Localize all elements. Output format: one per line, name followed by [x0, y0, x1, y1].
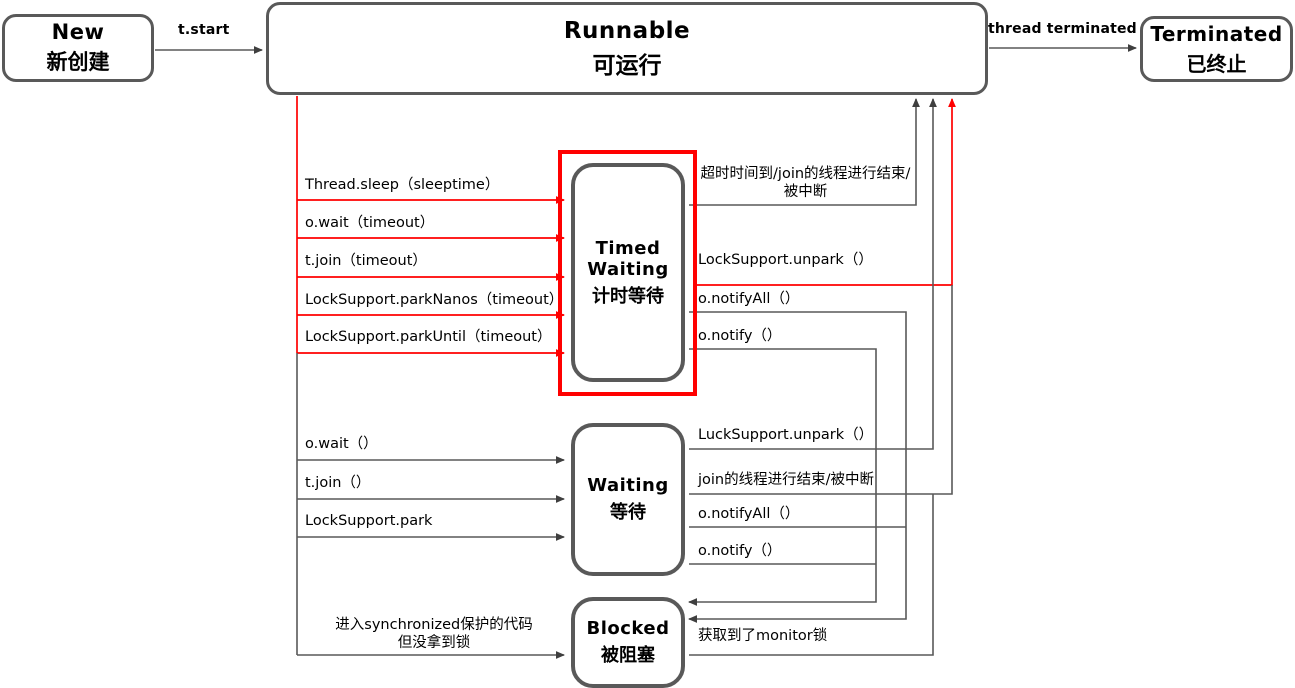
- edge-label-monitor-lock: 获取到了monitor锁: [698, 628, 828, 644]
- edges-runnable-to-timed: [296, 96, 565, 357]
- edge-blocked-to-runnable: [689, 494, 934, 656]
- edges-waiting-to-runnable: [689, 98, 953, 495]
- edge-label-lucksupport-unpark: LuckSupport.unpark（）: [698, 427, 874, 443]
- edge-label-timeout-join-line1: 超时时间到/join的线程进行结束/: [700, 166, 911, 182]
- edge-label-enter-synchronized-line2: 但没拿到锁: [397, 635, 471, 652]
- node-timed-waiting-label-en-1: Timed: [595, 237, 661, 259]
- node-waiting[interactable]: Waiting 等待: [571, 423, 685, 576]
- node-runnable-label-zh: 可运行: [592, 52, 662, 79]
- edge-label-waiting-notifyall: o.notifyAll（）: [698, 506, 800, 522]
- edge-label-waiting-notify: o.notify（）: [698, 543, 782, 559]
- node-waiting-label-zh: 等待: [610, 502, 646, 523]
- node-new[interactable]: New 新创建: [2, 14, 154, 82]
- edge-label-join-finished: join的线程进行结束/被中断: [698, 472, 875, 488]
- edge-label-timed-notify: o.notify（）: [698, 328, 782, 344]
- node-terminated-label-zh: 已终止: [1186, 51, 1247, 76]
- edge-label-thread-sleep: Thread.sleep（sleeptime）: [305, 177, 500, 193]
- node-new-label-en: New: [51, 20, 105, 44]
- edge-label-o-wait: o.wait（）: [305, 436, 378, 452]
- node-terminated-label-en: Terminated: [1150, 21, 1283, 46]
- node-blocked-label-zh: 被阻塞: [601, 645, 655, 666]
- edge-label-locksupport-park: LockSupport.park: [305, 513, 433, 529]
- node-blocked-label-en: Blocked: [586, 618, 670, 639]
- edge-label-parkuntil: LockSupport.parkUntil（timeout）: [305, 329, 552, 345]
- edge-label-t-start: t.start: [178, 22, 230, 38]
- edge-label-t-join-timeout: t.join（timeout）: [305, 253, 427, 269]
- edges-waiting-notify-to-blocked: [689, 526, 906, 565]
- node-timed-waiting-label-en-2: Waiting: [587, 258, 669, 280]
- edge-label-thread-terminated: thread terminated: [988, 21, 1137, 37]
- node-new-label-zh: 新创建: [46, 50, 110, 74]
- edge-label-o-wait-timeout: o.wait（timeout）: [305, 215, 435, 231]
- edge-label-timeout-join-line2: 被中断: [783, 184, 828, 201]
- timed-waiting-highlight: [558, 150, 697, 396]
- node-timed-waiting-label-zh: 计时等待: [592, 285, 664, 307]
- node-runnable[interactable]: Runnable 可运行: [266, 2, 988, 95]
- edge-label-enter-synchronized-line1: 进入synchronized保护的代码: [335, 617, 533, 633]
- node-timed-waiting[interactable]: Timed Waiting 计时等待: [571, 163, 685, 382]
- edge-timed-timeout-to-runnable: [689, 98, 920, 206]
- edge-label-parknanos: LockSupport.parkNanos（timeout）: [305, 292, 564, 308]
- node-blocked[interactable]: Blocked 被阻塞: [571, 597, 685, 688]
- edge-label-timed-notifyall: o.notifyAll（）: [698, 291, 800, 307]
- edge-label-t-join: t.join（）: [305, 475, 371, 491]
- edges-runnable-to-waiting-blocked: [296, 353, 565, 659]
- node-terminated[interactable]: Terminated 已终止: [1140, 16, 1293, 82]
- edges-timed-notify-to-blocked: [688, 311, 907, 623]
- node-waiting-label-en: Waiting: [587, 475, 669, 496]
- node-runnable-label-en: Runnable: [563, 17, 691, 44]
- edge-label-locksupport-unpark: LockSupport.unpark（）: [698, 252, 873, 268]
